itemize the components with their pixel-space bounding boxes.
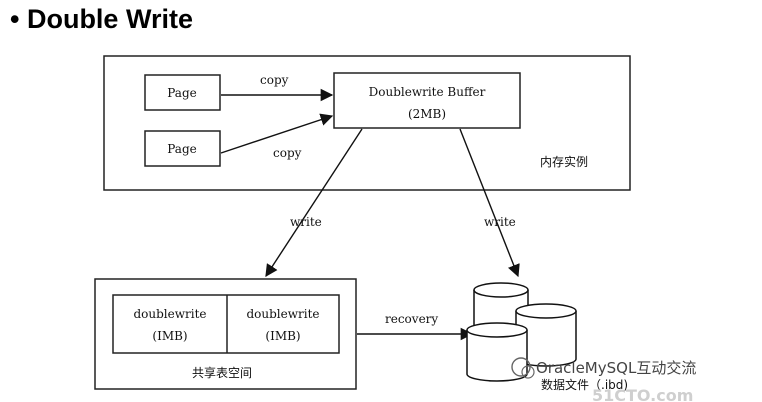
page-box-2 [144, 130, 221, 167]
doublewrite-buffer-box [333, 72, 521, 129]
memory-region [103, 55, 631, 191]
data-files-label: 数据文件（.ibd) [541, 377, 628, 392]
write-arrow-datafile [459, 128, 520, 278]
page-label-1: Page [167, 86, 196, 100]
doublewrite-block-2-title: doublewrite [246, 307, 319, 321]
memory-region-label: 内存实例 [540, 154, 588, 169]
copy-label-2: copy [273, 146, 302, 160]
shared-tablespace-region [94, 278, 357, 390]
site-watermark: 51CTO.com [592, 386, 693, 402]
write-arrow-shared [265, 128, 363, 278]
copy-arrow-2 [220, 113, 334, 154]
page-box-1 [144, 74, 221, 111]
doublewrite-block-1-title: doublewrite [133, 307, 206, 321]
doublewrite-block-2-size: (IMB) [265, 329, 300, 343]
doublewrite-block-1-size: (IMB) [152, 329, 187, 343]
page-label-2: Page [167, 142, 196, 156]
doublewrite-buffer-title: Doublewrite Buffer [369, 85, 486, 99]
recovery-label: recovery [385, 312, 438, 326]
slide-title: • Double Write [10, 4, 193, 34]
wechat-watermark: OracleMySQL互动交流 [536, 359, 696, 377]
doublewrite-blocks [112, 294, 340, 354]
write-label-right: write [484, 215, 516, 229]
wechat-icon [511, 357, 535, 379]
write-label-left: write [290, 215, 322, 229]
shared-tablespace-label: 共享表空间 [192, 365, 252, 380]
doublewrite-buffer-size: (2MB) [408, 107, 446, 121]
copy-label-1: copy [260, 73, 289, 87]
